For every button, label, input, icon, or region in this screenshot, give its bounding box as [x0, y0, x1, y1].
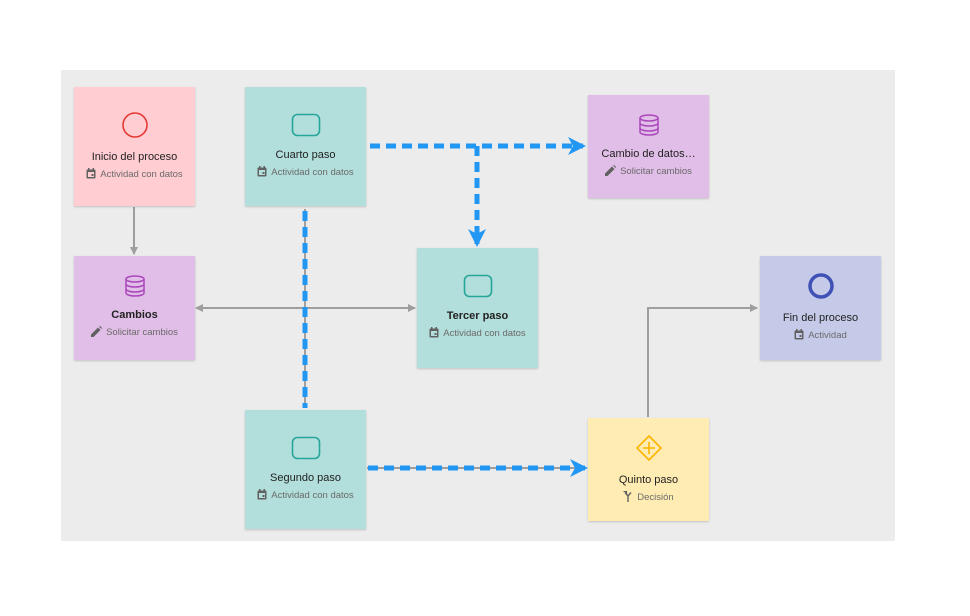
node-cuarto-paso[interactable]: Cuarto paso Actividad con datos: [245, 87, 366, 206]
node-subtitle: Solicitar cambios: [605, 164, 692, 180]
node-subtitle-text: Actividad con datos: [443, 328, 526, 339]
node-fin-del-proceso[interactable]: Fin del proceso Actividad: [760, 256, 881, 360]
node-title: Tercer paso: [446, 310, 509, 322]
pencil-icon: [91, 326, 103, 337]
merge-split-icon: [623, 490, 632, 502]
node-title: Cambios: [111, 309, 158, 321]
node-subtitle: Actividad: [794, 328, 847, 344]
node-subtitle-text: Decisión: [637, 491, 674, 503]
node-inicio-del-proceso[interactable]: Inicio del proceso Actividad con datos: [74, 87, 195, 206]
node-title: Cuarto paso: [275, 148, 336, 161]
node-title: Quinto paso: [618, 473, 679, 486]
node-subtitle: Actividad con datos: [257, 488, 354, 504]
calendar-icon: [86, 167, 96, 178]
node-subtitle-text: Solicitar cambios: [620, 165, 692, 177]
node-subtitle: Actividad con datos: [257, 165, 354, 181]
node-subtitle-text: Actividad con datos: [100, 168, 183, 180]
node-subtitle-text: Solicitar cambios: [106, 327, 178, 338]
calendar-icon: [257, 165, 267, 176]
node-title: Cambio de datos…: [601, 147, 696, 160]
node-title: Inicio del proceso: [91, 150, 178, 163]
node-tercer-paso[interactable]: Tercer paso Actividad con datos: [417, 248, 538, 368]
node-title: Segundo paso: [270, 471, 341, 484]
rounded-rect-icon: [291, 436, 320, 459]
pencil-icon: [605, 164, 617, 176]
rounded-rect-icon: [291, 113, 320, 136]
database-icon: [124, 275, 145, 297]
circle-outline-icon: [121, 111, 148, 138]
node-subtitle: Solicitar cambios: [91, 325, 178, 341]
node-subtitle: Actividad con datos: [86, 167, 183, 183]
database-icon: [638, 113, 659, 136]
rounded-rect-icon: [463, 274, 492, 298]
diamond-plus-icon: [635, 434, 662, 461]
node-cambios[interactable]: Cambios Solicitar cambios: [74, 256, 195, 360]
calendar-icon: [794, 329, 804, 340]
node-subtitle-text: Actividad: [808, 330, 847, 341]
node-subtitle-text: Actividad con datos: [271, 166, 354, 178]
node-quinto-paso[interactable]: Quinto paso Decisión: [588, 418, 709, 521]
node-subtitle: Actividad con datos: [429, 326, 526, 342]
bold-circle-icon: [807, 273, 834, 299]
calendar-icon: [429, 327, 439, 338]
node-segundo-paso[interactable]: Segundo paso Actividad con datos: [245, 410, 366, 529]
node-cambio-de-datos[interactable]: Cambio de datos… Solicitar cambios: [588, 95, 709, 198]
node-subtitle: Decisión: [623, 490, 674, 506]
calendar-icon: [257, 488, 267, 499]
node-title: Fin del proceso: [782, 312, 859, 324]
node-subtitle-text: Actividad con datos: [271, 489, 354, 501]
